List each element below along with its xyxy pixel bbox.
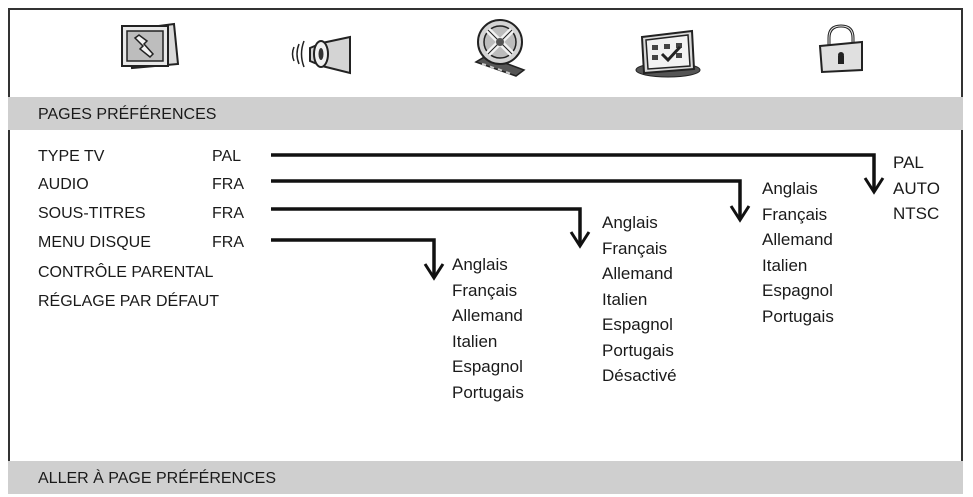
option-item[interactable]: Français: [602, 238, 668, 258]
video-setup-icon[interactable]: [466, 18, 540, 82]
option-item[interactable]: Portugais: [452, 382, 524, 402]
page-title-bar: PAGES PRÉFÉRENCES: [8, 97, 963, 130]
footer-hint-bar: ALLER À PAGE PRÉFÉRENCES: [8, 461, 963, 494]
setting-label-tv-type[interactable]: TYPE TV: [38, 148, 105, 165]
option-item[interactable]: Français: [452, 280, 518, 300]
option-item[interactable]: Italien: [452, 331, 498, 351]
menu-frame: [8, 8, 963, 494]
footer-hint: ALLER À PAGE PRÉFÉRENCES: [38, 470, 276, 487]
setting-label-subtitles[interactable]: SOUS-TITRES: [38, 205, 146, 222]
option-item[interactable]: Espagnol: [762, 281, 833, 300]
setting-value-disc-menu[interactable]: FRA: [212, 234, 244, 251]
page-title: PAGES PRÉFÉRENCES: [38, 106, 217, 123]
setting-label-parental-control[interactable]: CONTRÔLE PARENTAL: [38, 264, 214, 281]
option-item[interactable]: Anglais: [762, 179, 818, 198]
option-item[interactable]: AUTO: [893, 178, 940, 198]
disc-menu-language-options: Anglais Français Allemand Italien Espagn…: [452, 252, 524, 405]
subtitle-language-options: Anglais Français Allemand Italien Espagn…: [602, 210, 677, 389]
option-item[interactable]: Espagnol: [602, 315, 673, 334]
option-item[interactable]: Anglais: [602, 213, 658, 232]
tv-type-options: PAL AUTO NTSC: [893, 150, 940, 227]
option-item[interactable]: PAL: [893, 153, 924, 172]
option-item[interactable]: NTSC: [893, 204, 940, 223]
option-item[interactable]: Portugais: [762, 306, 834, 326]
setting-label-disc-menu[interactable]: MENU DISQUE: [38, 234, 151, 251]
setting-label-default-reset[interactable]: RÉGLAGE PAR DÉFAUT: [38, 293, 220, 310]
option-item[interactable]: Portugais: [602, 340, 674, 360]
password-lock-icon[interactable]: [816, 22, 866, 76]
option-item[interactable]: Allemand: [452, 306, 523, 325]
setting-value-subtitles[interactable]: FRA: [212, 205, 244, 222]
audio-setup-icon[interactable]: [290, 33, 356, 77]
option-item[interactable]: Allemand: [762, 230, 833, 249]
option-item[interactable]: Italien: [762, 255, 808, 275]
option-item[interactable]: Allemand: [602, 264, 673, 283]
preferences-icon[interactable]: [632, 27, 704, 79]
audio-language-options: Anglais Français Allemand Italien Espagn…: [762, 176, 834, 329]
setting-value-tv-type[interactable]: PAL: [212, 148, 242, 165]
option-item[interactable]: Anglais: [452, 255, 508, 274]
option-item[interactable]: Français: [762, 204, 828, 224]
general-setup-icon[interactable]: [118, 20, 184, 72]
setting-value-audio[interactable]: FRA: [212, 176, 244, 193]
setting-label-audio[interactable]: AUDIO: [38, 176, 89, 193]
option-item[interactable]: Désactivé: [602, 366, 677, 385]
option-item[interactable]: Italien: [602, 289, 648, 309]
option-item[interactable]: Espagnol: [452, 357, 523, 376]
